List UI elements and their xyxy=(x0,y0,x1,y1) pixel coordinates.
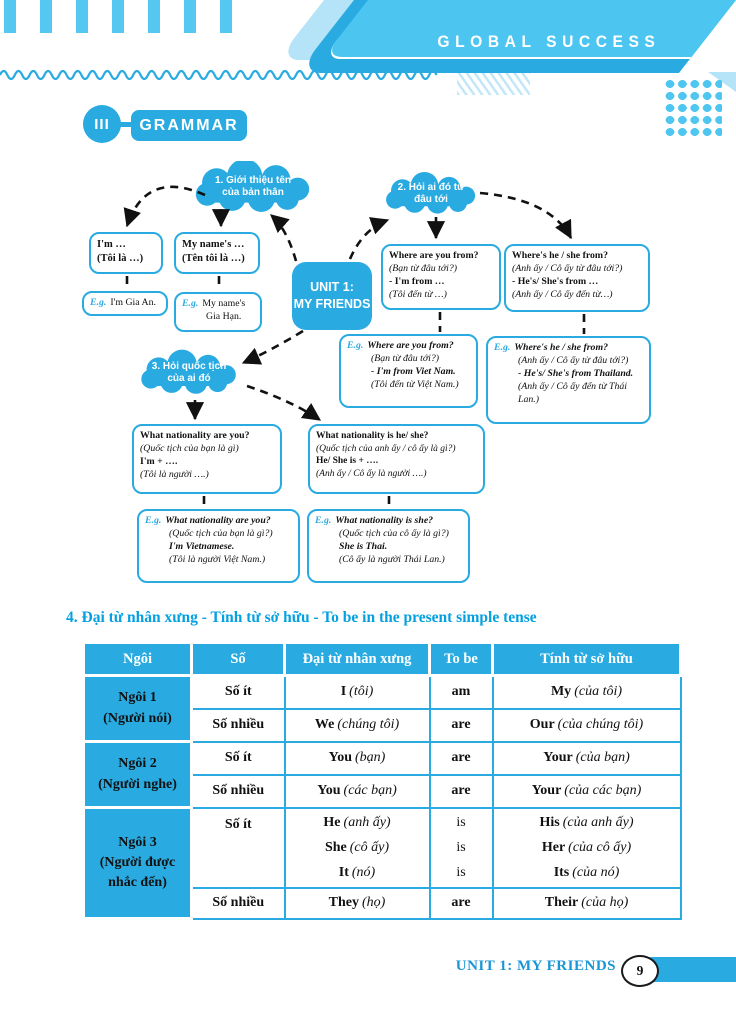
cloud-label: 3. Hỏi quốc tịch của ai đó xyxy=(151,361,227,384)
mindmap-dashed-arrows xyxy=(123,185,586,507)
col-header-so: Số xyxy=(190,641,286,677)
eg-label: E.g. xyxy=(90,297,107,308)
eg-label: E.g. xyxy=(347,340,364,351)
example-box-from-vietnam: E.g.Where are you from? (Bạn từ đâu tới?… xyxy=(339,334,478,408)
group-cell-ngoi3: Ngôi 3 (Người được nhắc đến) xyxy=(82,806,193,920)
section-title-grammar: GRAMMAR xyxy=(131,110,247,141)
eg-label: E.g. xyxy=(494,342,511,353)
example-box-she-is-thai: E.g.What nationality is she? (Quốc tịch … xyxy=(307,509,470,583)
cloud-shape xyxy=(386,171,476,214)
table-row: Số nhiều You(các bạn) are Your(của các b… xyxy=(84,773,682,809)
pronoun-table: Ngôi Số Đại từ nhân xưng To be Tính từ s… xyxy=(82,641,682,920)
eg-label: E.g. xyxy=(145,515,162,526)
table-header-row: Ngôi Số Đại từ nhân xưng To be Tính từ s… xyxy=(82,641,682,677)
cloud-label: 1. Giới thiệu tên của bản thân xyxy=(214,175,291,198)
dots-grid-decoration xyxy=(664,78,722,136)
cloud-shape xyxy=(141,349,236,394)
example-box-from-thailand: E.g.Where's he / she from? (Anh ấy / Cô … xyxy=(486,336,651,424)
eg-label: E.g. xyxy=(315,515,332,526)
eg-label: E.g. xyxy=(182,298,199,309)
page-number: 9 xyxy=(621,955,659,987)
cloud-label: 2. Hỏi ai đó từ đâu tới xyxy=(397,182,465,205)
group-cell-ngoi2: Ngôi 2 (Người nghe) xyxy=(82,740,193,809)
cloud-shape xyxy=(195,161,310,212)
phrase-box-my-name: My name's … (Tên tôi là …) xyxy=(174,232,260,274)
unit-center-node: UNIT 1: MY FRIENDS xyxy=(292,262,372,330)
group-cell-ngoi1: Ngôi 1 (Người nói) xyxy=(82,674,193,743)
phrase-box-where-are-you-from: Where are you from? (Bạn từ đâu tới?) - … xyxy=(381,244,501,310)
col-header-ngoi: Ngôi xyxy=(82,641,193,677)
pronoun-table-wrapper: Ngôi Số Đại từ nhân xưng To be Tính từ s… xyxy=(82,641,682,920)
table-row: Số nhiều They(họ) are Their(của họ) xyxy=(84,886,682,920)
grammar-mindmap: 1. Giới thiệu tên của bản thân 2. Hỏi ai… xyxy=(0,155,736,605)
section-numeral-badge: III xyxy=(83,105,121,143)
example-box-my-names-gia-han: E.g.My name's Gia Hạn. xyxy=(174,292,262,332)
example-box-im-vietnamese: E.g.What nationality are you? (Quốc tịch… xyxy=(137,509,300,583)
table-row: Ngôi 3 (Người được nhắc đến) Số ít He(an… xyxy=(82,806,682,920)
col-header-possessive: Tính từ sở hữu xyxy=(491,641,682,677)
table-section-title: 4. Đại từ nhân xưng - Tính từ sở hữu - T… xyxy=(66,609,537,626)
phrase-box-where-is-he-she-from: Where's he / she from? (Anh ấy / Cô ấy t… xyxy=(504,244,650,312)
table-row: Số nhiều We(chúng tôi) are Our(của chúng… xyxy=(84,707,682,743)
phrase-box-what-nationality-you: What nationality are you? (Quốc tịch của… xyxy=(132,424,282,494)
footer-unit-title: UNIT 1: MY FRIENDS xyxy=(455,958,616,974)
phrase-box-im: I'm … (Tôi là …) xyxy=(89,232,163,274)
brand-title: GLOBAL SUCCESS xyxy=(437,32,660,51)
col-header-tobe: To be xyxy=(428,641,494,677)
badge-connector xyxy=(118,122,133,127)
table-row: Ngôi 1 (Người nói) Số ít I(tôi) am My(củ… xyxy=(82,674,682,743)
top-left-stripes-decoration xyxy=(4,0,234,33)
cloud-introduce-name: 1. Giới thiệu tên của bản thân xyxy=(190,161,316,213)
table-row: Ngôi 2 (Người nghe) Số ít You(bạn) are Y… xyxy=(82,740,682,809)
wavy-divider xyxy=(0,69,438,80)
phrase-box-what-nationality-he-she: What nationality is he/ she? (Quốc tịch … xyxy=(308,424,485,494)
col-header-pronoun: Đại từ nhân xưng xyxy=(283,641,431,677)
example-box-im-gia-an: E.g.I'm Gia An. xyxy=(82,291,168,316)
cloud-ask-nationality: 3. Hỏi quốc tịch của ai đó xyxy=(137,345,241,401)
hatch-decoration xyxy=(457,73,530,95)
cloud-ask-where-from: 2. Hỏi ai đó từ đâu tới xyxy=(382,168,480,220)
